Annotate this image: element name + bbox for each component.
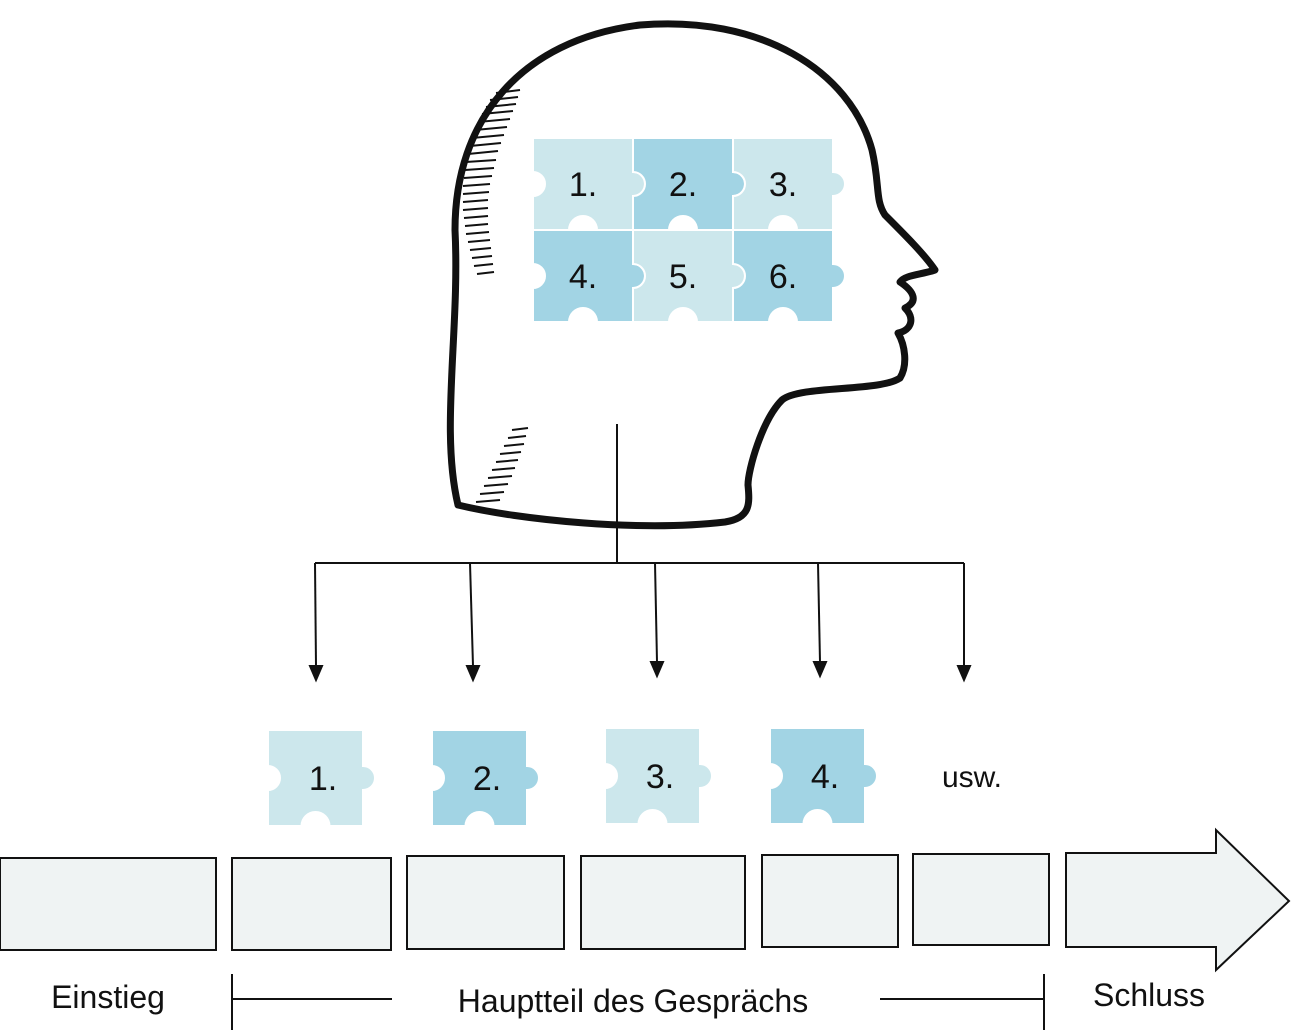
- head-piece-6-shape: [732, 229, 846, 323]
- sequence-pieces: 1. 2. 3. 4.: [267, 727, 878, 827]
- timeline-box-1: [0, 857, 217, 951]
- sequence-piece-4-label: 4.: [811, 758, 839, 796]
- head-piece-5-label: 5.: [669, 258, 697, 296]
- sequence-piece-4-shape: [769, 727, 878, 825]
- head-piece-4: 4.: [532, 229, 646, 323]
- more-label: usw.: [942, 761, 1002, 794]
- head-piece-1: 1.: [532, 137, 646, 231]
- sequence-piece-2-label: 2.: [473, 760, 501, 798]
- arrowhead-4: [812, 661, 828, 679]
- label-end: Schluss: [1093, 977, 1205, 1013]
- arrowhead-1: [308, 665, 324, 683]
- label-main: Hauptteil des Gesprächs: [458, 983, 808, 1019]
- sequence-piece-4: 4.: [769, 727, 878, 825]
- head-piece-3-label: 3.: [769, 166, 797, 204]
- head-piece-6-label: 6.: [769, 258, 797, 296]
- head-piece-3: 3.: [732, 137, 846, 231]
- sequence-piece-2: 2.: [431, 729, 540, 827]
- sequence-piece-2-shape: [431, 729, 540, 827]
- main-section-bracket: [231, 974, 1045, 1030]
- arrowhead-3: [649, 661, 665, 679]
- head-piece-2-label: 2.: [669, 166, 697, 204]
- timeline-box-6: [912, 853, 1050, 946]
- sequence-piece-1: 1.: [267, 729, 376, 827]
- hatch-marks-back-head: [462, 89, 521, 275]
- head-piece-3-shape: [732, 137, 846, 231]
- arrowhead-5: [956, 665, 972, 683]
- sequence-piece-1-shape: [267, 729, 376, 827]
- label-start: Einstieg: [51, 979, 165, 1015]
- timeline-box-4: [580, 855, 746, 950]
- timeline-labels: Einstieg Hauptteil des Gesprächs Schluss: [51, 974, 1205, 1030]
- head-piece-5: 5.: [632, 229, 746, 323]
- arrowhead-2: [465, 665, 481, 683]
- timeline-boxes: [0, 827, 1291, 973]
- timeline-end-arrow: [1065, 827, 1291, 973]
- timeline-box-2: [231, 857, 392, 951]
- timeline-box-3: [406, 855, 565, 950]
- connector-tree: [308, 424, 972, 683]
- head-piece-4-label: 4.: [569, 258, 597, 296]
- head-piece-1-label: 1.: [569, 166, 597, 204]
- hatch-marks-neck: [475, 427, 529, 503]
- sequence-piece-3-label: 3.: [646, 758, 674, 796]
- sequence-piece-3: 3.: [604, 727, 713, 825]
- timeline-box-5: [761, 854, 899, 948]
- sequence-piece-1-label: 1.: [309, 760, 337, 798]
- sequence-piece-3-shape: [604, 727, 713, 825]
- head-piece-2: 2.: [632, 137, 746, 231]
- head-piece-6: 6.: [732, 229, 846, 323]
- head-puzzle-grid: 1. 2. 3. 4. 5. 6.: [532, 137, 846, 323]
